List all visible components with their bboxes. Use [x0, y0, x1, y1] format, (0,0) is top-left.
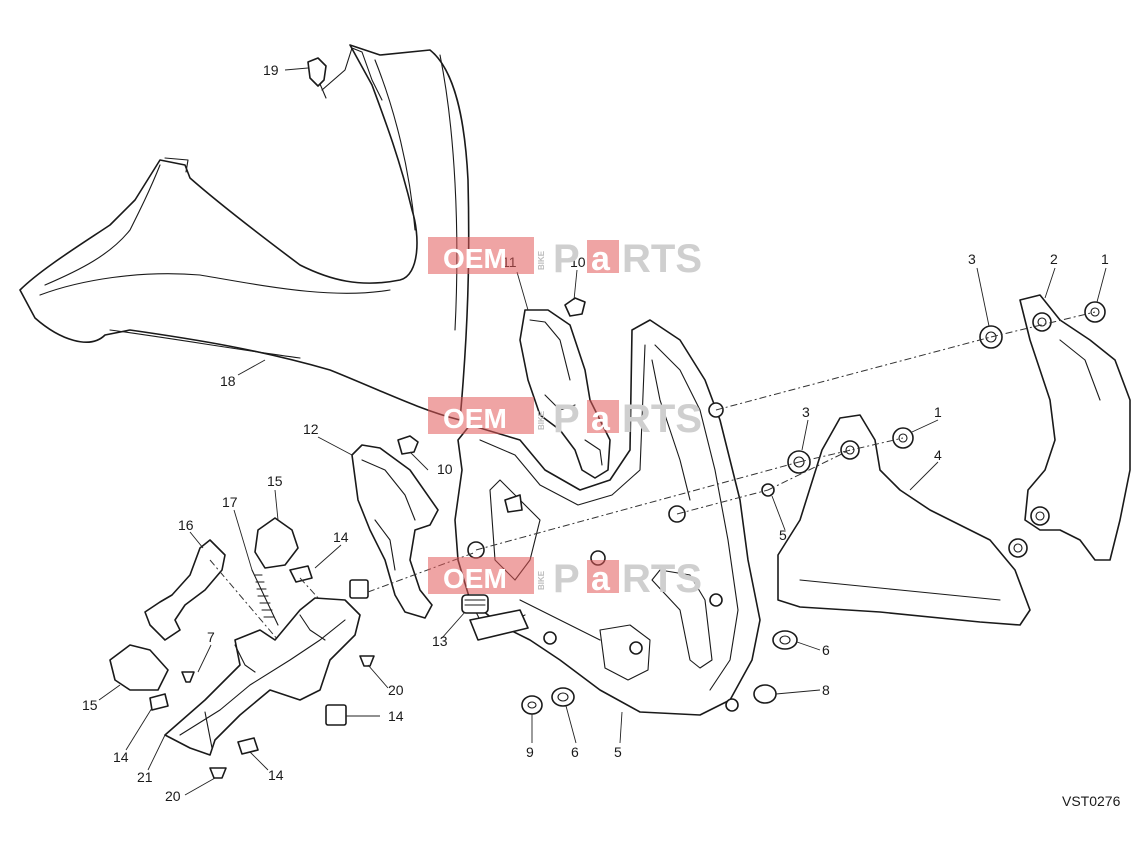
callout-4: 4 [934, 447, 942, 463]
watermark-rts: RTS [622, 397, 702, 441]
part-9-main-bracket [454, 319, 761, 716]
callout-21: 21 [137, 769, 153, 785]
leader-lines [98, 67, 1107, 796]
callout-18: 18 [220, 373, 236, 389]
callout-1-lower: 1 [934, 404, 942, 420]
watermark-rts: RTS [622, 237, 702, 281]
part-19-clip [307, 57, 327, 99]
callout-8: 9 [526, 744, 534, 760]
part-13-bush [461, 594, 489, 614]
watermark-middle: OEM BIKE P a RTS [428, 397, 702, 441]
part-15-rubber-lower [109, 644, 169, 691]
watermark-bike: BIKE [537, 250, 546, 270]
part-14-clip-e [237, 737, 259, 755]
callout-14-c: 14 [388, 708, 404, 724]
callout-12: 12 [303, 421, 319, 437]
part-4-side-cover-lower [777, 414, 1031, 626]
part-6-washer-right [772, 630, 798, 650]
watermark-a: a [591, 400, 611, 438]
callout-5-left: 7 [207, 629, 215, 645]
part-14-clip-a [349, 579, 369, 599]
callout-20-right: 20 [388, 682, 404, 698]
part-16-rod [144, 539, 226, 641]
callout-16: 16 [178, 517, 194, 533]
callout-14-d: 14 [113, 749, 129, 765]
part-12-side-panel [351, 444, 439, 619]
watermark-bottom: OEM BIKE P a RTS [428, 557, 702, 601]
callout-10-upper: 10 [570, 254, 586, 270]
callout-19: 19 [263, 62, 279, 78]
watermark-oem: OEM [443, 243, 507, 274]
callout-7: 8 [822, 682, 830, 698]
watermark-p: P [553, 237, 580, 281]
callout-14-e: 14 [268, 767, 284, 783]
watermark-bike: BIKE [537, 570, 546, 590]
callout-3-upper: 3 [968, 251, 976, 267]
part-14-clip-c [325, 704, 347, 726]
part-14-clip-b [289, 565, 313, 583]
callout-5-right: 5 [779, 527, 787, 543]
watermark-top: OEM BIKE P a RTS [428, 237, 702, 281]
part-10-clip-lower [397, 435, 419, 455]
part-7-plug [753, 684, 777, 704]
part-10-clip-upper [564, 297, 586, 317]
part-2-side-cover-upper [1019, 294, 1131, 561]
callout-1-upper: 1 [1101, 251, 1109, 267]
part-8-spacer [521, 695, 543, 715]
watermark-p: P [553, 557, 580, 601]
callout-14-a: 14 [333, 529, 349, 545]
callout-17: 17 [222, 494, 238, 510]
callout-20-bottom: 20 [165, 788, 181, 804]
part-17-spring [251, 569, 279, 626]
watermark-rts: RTS [622, 557, 702, 601]
callout-15-lower: 15 [82, 697, 98, 713]
part-21-bracket [164, 597, 361, 756]
watermark-bike: BIKE [537, 410, 546, 430]
callout-9: 5 [614, 744, 622, 760]
part-6-washer-bottom [551, 687, 575, 707]
part-11-inner-panel [519, 309, 611, 479]
part-20-screw-right [359, 655, 375, 667]
part-18-fairing-panel [19, 44, 470, 421]
watermark-a: a [591, 240, 611, 278]
part-15-rubber-upper [254, 517, 299, 569]
part-20-screw-bottom [209, 767, 227, 779]
callout-3-lower: 3 [802, 404, 810, 420]
part-14-clip-d [149, 693, 169, 711]
callout-13: 13 [432, 633, 448, 649]
watermark-a: a [591, 560, 611, 598]
watermark-p: P [553, 397, 580, 441]
callout-2: 2 [1050, 251, 1058, 267]
watermark-oem: OEM [443, 403, 507, 434]
callout-6-right: 6 [822, 642, 830, 658]
watermark-oem: OEM [443, 563, 507, 594]
callout-10-lower: 10 [437, 461, 453, 477]
callout-6-bottom: 6 [571, 744, 579, 760]
callout-15-upper: 15 [267, 473, 283, 489]
drawing-code: VST0276 [1062, 793, 1121, 809]
part-5-screw-left [181, 671, 195, 683]
